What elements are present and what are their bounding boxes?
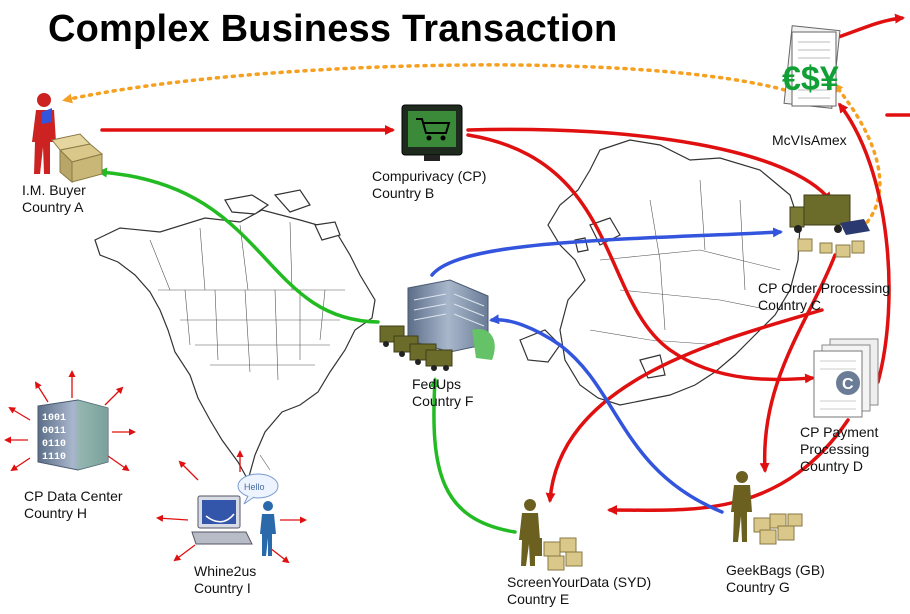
ship-flow-fedups-to-buyer [97,167,380,324]
mcvisamex-out-arrow [828,13,905,42]
mcvisamex-label: McVIsAmex [772,132,847,149]
payment-processing-label: CP Payment Processing Country D [800,424,878,475]
payment-flow-order-to-mcvisamex [833,82,882,230]
order-flow-cp-to-payment [466,133,815,384]
flow-arrows [62,13,910,534]
order-processing-label: CP Order Processing Country C [758,280,890,314]
whine2us-country: Country I [194,580,251,596]
document-glyph: C [842,376,854,393]
syd-country: Country E [507,591,570,607]
currency-document-icon: €$¥ [782,25,841,109]
whine2us-label: Whine2us Country I [194,563,256,597]
europe-map [519,139,801,406]
compurivacy-label: Compurivacy (CP) Country B [372,168,486,202]
payment-processing-name2: Processing [800,441,870,457]
order-flow-cp-to-order-processing [466,127,832,203]
server-bits-row: 1110 [42,452,66,463]
order-flow-to-syd [545,308,824,503]
data-flow-fedups-to-order [430,227,783,277]
fedups-name: FedUps [412,376,462,392]
whine2us-radiating-arrows [156,450,307,564]
datacenter-radiating-arrows [4,370,136,472]
buyer-label: I.M. Buyer Country A [22,182,86,216]
payment-processing-name: CP Payment [800,424,879,440]
computer-user-icon: Hello [191,473,279,556]
syd-label: ScreenYourData (SYD) Country E [507,574,651,608]
server-bits-row: 0011 [42,426,66,437]
buyer-country: Country A [22,199,84,215]
server-bits-row: 0110 [42,439,66,450]
ship-flow-syd-to-fedups [429,377,517,534]
payment-flow-mcvisamex-to-buyer [62,63,794,104]
mcvisamex-name: McVIsAmex [772,132,847,148]
person-boxes-icon [731,471,803,545]
data-server-icon: 1001 0011 0110 1110 [37,399,109,471]
shopping-cart-monitor-icon [401,104,463,161]
payment-processing-country: Country D [800,458,864,474]
buyer-name: I.M. Buyer [22,182,86,198]
compurivacy-name: Compurivacy (CP) [372,168,487,184]
geekbags-name: GeekBags (GB) [726,562,825,578]
datacenter-label: CP Data Center Country H [24,488,123,522]
person-boxes-icon [519,499,583,571]
syd-name: ScreenYourData (SYD) [507,574,652,590]
payment-flow-to-mcvisamex [838,102,891,384]
geekbags-label: GeekBags (GB) Country G [726,562,825,596]
page-title: Complex Business Transaction [48,8,618,50]
server-bits-row: 1001 [42,413,66,424]
datacenter-name: CP Data Center [24,488,123,504]
geekbags-country: Country G [726,579,790,595]
speech-bubble-text: Hello [244,482,265,492]
fedups-label: FedUps Country F [412,376,473,410]
compurivacy-country: Country B [372,185,435,201]
order-flow-to-geekbags [759,253,837,473]
person-with-box-icon [32,93,104,184]
datacenter-country: Country H [24,505,88,521]
warehouse-trucks-icon [379,279,495,371]
currency-symbols: €$¥ [782,60,839,98]
order-processing-country: Country C [758,297,822,313]
fedups-country: Country F [412,393,474,409]
delivery-truck-icon [789,194,870,258]
whine2us-name: Whine2us [194,563,257,579]
data-flow-geekbags-to-fedups [489,314,724,514]
order-processing-name: CP Order Processing [758,280,891,296]
document-stack-icon: C [813,338,879,418]
north-america-map [94,189,376,482]
